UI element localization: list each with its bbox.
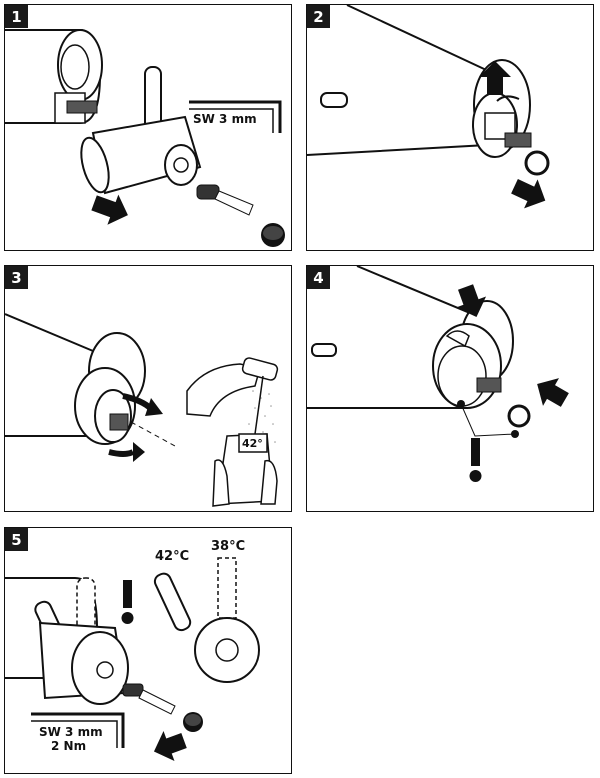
- rotate-arrows-icon: [108, 393, 163, 462]
- step-number: 3: [5, 266, 28, 289]
- handle: [80, 66, 202, 195]
- arrow-right-icon: [511, 178, 546, 209]
- step-4-panel: 4: [306, 265, 594, 512]
- step-5-panel: 5 42°C 38°: [4, 527, 292, 774]
- step-3-panel: 3: [4, 265, 292, 512]
- handle: [34, 577, 129, 705]
- arrow-left-icon: [537, 378, 569, 407]
- step-5-illustration: [5, 557, 260, 762]
- stop-ring: [507, 404, 531, 428]
- exclamation-icon: [121, 580, 134, 624]
- arrow-left-icon: [153, 730, 187, 762]
- step-number: 1: [5, 5, 28, 28]
- thermometer-readout: 42°: [242, 437, 263, 450]
- step-number: 4: [307, 266, 330, 289]
- step-1-panel: 1 SW 3 mm: [4, 4, 292, 251]
- step-1-illustration: [5, 29, 285, 247]
- step-4-illustration: [307, 266, 569, 482]
- exclamation-icon: [469, 438, 482, 482]
- stop-ring: [524, 150, 550, 176]
- screw-parts: [122, 683, 203, 732]
- step-number: 5: [5, 528, 28, 551]
- step-3-illustration: [5, 313, 279, 507]
- shower-head-icon: [186, 357, 279, 482]
- arrow-up-icon: [479, 61, 511, 95]
- step-number: 2: [307, 5, 330, 28]
- valve-spindle: [54, 92, 98, 124]
- thermometer-icon: [212, 375, 278, 507]
- wrench-size-label: SW 3 mm: [39, 725, 103, 739]
- torque-label: 2 Nm: [51, 739, 87, 753]
- temp-label-left: 42°C: [155, 549, 190, 564]
- arrow-down-icon: [455, 284, 487, 318]
- screw-parts: [196, 184, 285, 247]
- wrench-icon: [189, 100, 282, 133]
- temperature-dial: [153, 557, 260, 683]
- temp-label-right: 38°C: [211, 539, 246, 554]
- wrench-size-label: SW 3 mm: [193, 112, 257, 126]
- valve-cartridge: [484, 112, 532, 148]
- step-2-panel: 2: [306, 4, 594, 251]
- wrench-icon: [31, 712, 125, 748]
- arrow-right-icon: [91, 194, 128, 225]
- step-2-illustration: [307, 5, 550, 209]
